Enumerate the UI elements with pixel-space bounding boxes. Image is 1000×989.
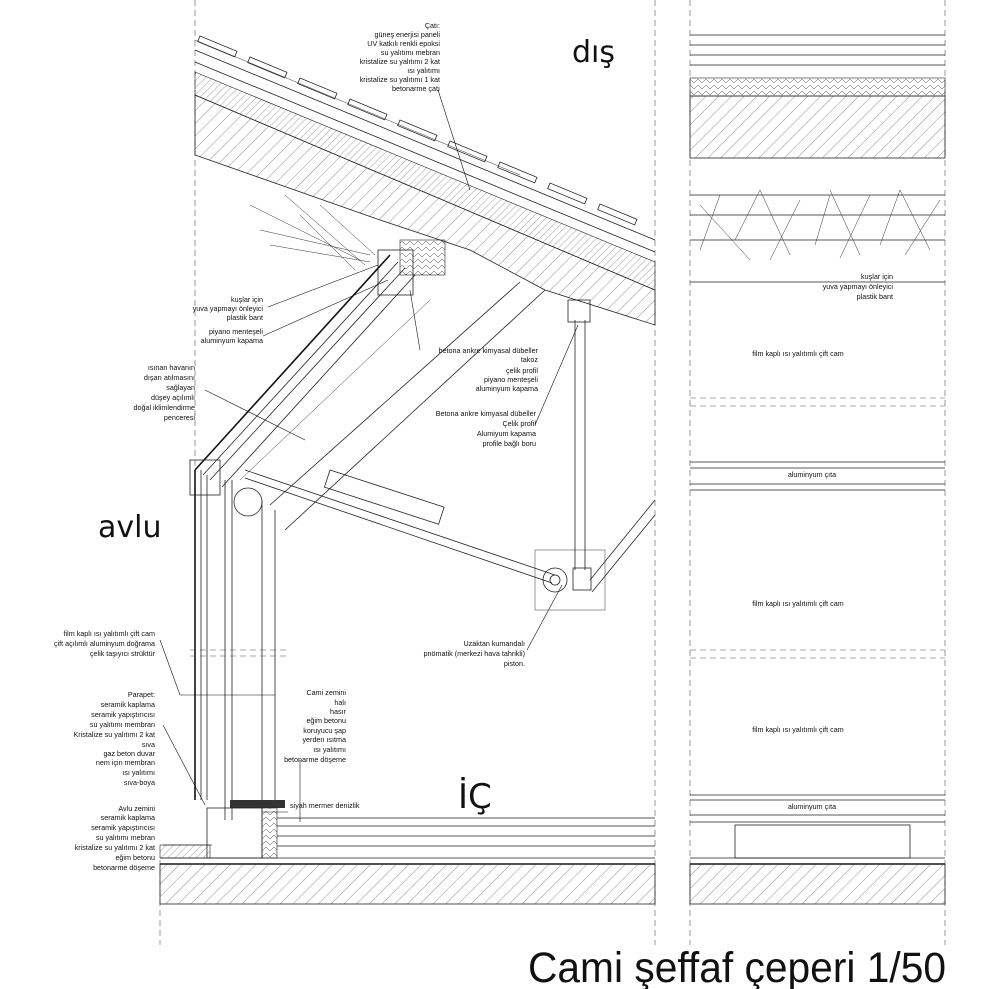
note-line: betona ankre kimyasal dübeller bbox=[439, 346, 539, 355]
note-line: aluminyum kapama bbox=[201, 336, 263, 345]
note-line: betonarme döşeme bbox=[284, 755, 346, 764]
label-exterior: dış bbox=[572, 35, 615, 70]
note-dowel-upper: betona ankre kimyasal dübeller takoz çel… bbox=[439, 346, 539, 393]
note-film-glass: film kaplı ısı yalıtımlı çift cam bbox=[752, 599, 843, 608]
note-line: Çatı: bbox=[425, 21, 440, 30]
note-parapet: Parapet: seramik kaplama seramik yapıştı… bbox=[74, 690, 156, 787]
note-line: Alumiyum kapama bbox=[477, 429, 536, 438]
note-line: takoz bbox=[521, 355, 539, 364]
note-line: piston. bbox=[504, 659, 525, 668]
roof-slab bbox=[194, 39, 656, 326]
inclined-window bbox=[194, 239, 446, 488]
note-line: penceresi bbox=[164, 413, 196, 422]
note-line: hasır bbox=[330, 707, 347, 716]
note-line: düşey açılımlı bbox=[151, 393, 195, 402]
note-line: Betona ankre kimyasal dübeller bbox=[436, 409, 537, 418]
note-line: su yalıtımı membran bbox=[90, 720, 155, 729]
note-line: halı bbox=[334, 698, 346, 707]
note-line: piyano menteşeli bbox=[484, 375, 538, 384]
note-courtyard-floor: Avlu zemini seramik kaplama seramik yapı… bbox=[75, 804, 156, 872]
leader-lines bbox=[159, 89, 579, 846]
note-line: plastik bant bbox=[857, 292, 893, 301]
note-line: betonarme döşeme bbox=[93, 863, 155, 872]
note-line: UV katkılı renkli epoksi bbox=[367, 39, 440, 48]
note-line: ısı yalıtımı bbox=[407, 66, 440, 75]
right-section bbox=[689, 0, 946, 945]
note-bird-band-left: kuşlar için yuva yapmayı önleyici plasti… bbox=[193, 295, 264, 322]
note-line: ısı yalıtımı bbox=[122, 768, 155, 777]
bird-spikes-left bbox=[249, 194, 376, 271]
note-line: profile bağlı boru bbox=[482, 439, 536, 448]
note-glazing: film kaplı ısı yalıtımlı çift cam çift a… bbox=[54, 629, 156, 658]
note-line: kristalize su yalıtımı 2 kat bbox=[360, 57, 440, 66]
vertical-glazing bbox=[189, 459, 290, 820]
note-line: sıva bbox=[142, 740, 155, 749]
note-line: kristalize su yalıtımı 1 kat bbox=[360, 75, 440, 84]
note-line: pnömatik (merkezi hava tahrikli) bbox=[424, 649, 525, 658]
solar-panels bbox=[197, 35, 638, 226]
note-line: gaz beton duvar bbox=[103, 749, 155, 758]
note-marble: siyah mermer denizlik bbox=[290, 801, 360, 810]
drawing-title: Cami şeffaf çeperi 1/50 bbox=[528, 944, 946, 989]
note-line: Cami zemini bbox=[306, 688, 346, 697]
note-line: seramik yapıştırıcısı bbox=[91, 823, 155, 832]
inclined-beam bbox=[239, 281, 546, 531]
note-line: çelik profil bbox=[506, 366, 538, 375]
note-line: sıva-boya bbox=[124, 778, 155, 787]
note-line: film kaplı ısı yalıtımlı çift cam bbox=[64, 629, 155, 638]
note-line: su yalıtımı mebran bbox=[381, 48, 440, 57]
note-line: eğim betonu bbox=[306, 716, 346, 725]
note-film-glass: film kaplı ısı yalıtımlı çift cam bbox=[752, 349, 843, 358]
note-line: doğal iklimlendirme bbox=[133, 403, 195, 412]
note-line: Uzaktan kumandalı bbox=[463, 639, 525, 648]
note-line: yuva yapmayı önleyici bbox=[823, 282, 894, 291]
note-line: ısı yalıtımı bbox=[313, 745, 346, 754]
left-section bbox=[159, 0, 656, 945]
note-line: yerden ısıtma bbox=[302, 735, 346, 744]
note-film-glass: film kaplı ısı yalıtımlı çift cam bbox=[752, 725, 843, 734]
note-piano-hinge: piyano menteşeli aluminyum kapama bbox=[201, 327, 264, 345]
label-courtyard: avlu bbox=[98, 510, 162, 545]
note-line: dışarı atılmasını bbox=[144, 373, 195, 382]
note-alu-strip: aluminyum çıta bbox=[788, 470, 836, 479]
note-line: kuşlar için bbox=[861, 272, 893, 281]
note-line: seramik kaplama bbox=[101, 700, 155, 709]
note-line: kuşlar için bbox=[231, 295, 263, 304]
note-ventilation: ısınan havanın dışarı atılmasını sağlaya… bbox=[133, 363, 195, 422]
note-line: seramik kaplama bbox=[101, 813, 155, 822]
note-line: kristalize su yalıtımı 2 kat bbox=[75, 843, 155, 852]
note-line: nem için membran bbox=[96, 758, 155, 767]
note-line: çift açılımlı aluminyum doğrama bbox=[54, 639, 155, 648]
note-line: Çelik profil bbox=[502, 419, 536, 428]
note-dowel-lower: Betona ankre kimyasal dübeller Çelik pro… bbox=[436, 409, 537, 448]
note-line: betonarme çatı bbox=[392, 84, 440, 93]
note-alu-strip: aluminyum çıta bbox=[788, 802, 836, 811]
note-line: su yalıtımı mebran bbox=[96, 833, 155, 842]
note-line: Parapet: bbox=[128, 690, 155, 699]
note-line: koruyucu şap bbox=[303, 726, 346, 735]
note-line: ısınan havanın bbox=[148, 363, 195, 372]
note-line: seramik yapıştırıcısı bbox=[91, 710, 155, 719]
note-bird-band-right: kuşlar için yuva yapmayı önleyici plasti… bbox=[823, 272, 894, 301]
note-roof: Çatı: güneş enerjisi paneli UV katkılı r… bbox=[360, 21, 441, 93]
label-interior: İÇ bbox=[458, 777, 492, 817]
note-line: Kristalize su yalıtımı 2 kat bbox=[74, 730, 155, 739]
note-line: Avlu zemini bbox=[118, 804, 155, 813]
bird-spikes-right bbox=[690, 189, 945, 261]
note-line: eğim betonu bbox=[115, 853, 155, 862]
note-line: çelik taşıyıcı strüktür bbox=[90, 649, 156, 658]
note-line: aluminyum kapama bbox=[476, 384, 538, 393]
right-notes: film kaplı ısı yalıtımlı çift cam alumin… bbox=[752, 349, 843, 811]
note-line: güneş enerjisi paneli bbox=[374, 30, 440, 39]
piston bbox=[244, 299, 656, 611]
note-mosque-floor: Cami zemini halı hasır eğim betonu koruy… bbox=[284, 688, 347, 764]
note-piston: Uzaktan kumandalı pnömatik (merkezi hava… bbox=[424, 639, 525, 668]
note-line: plastik bant bbox=[227, 313, 263, 322]
note-line: sağlayan bbox=[166, 383, 195, 392]
floor-assembly bbox=[159, 800, 656, 905]
note-line: yuva yapmayı önleyici bbox=[193, 304, 264, 313]
note-line: piyano menteşeli bbox=[209, 327, 263, 336]
